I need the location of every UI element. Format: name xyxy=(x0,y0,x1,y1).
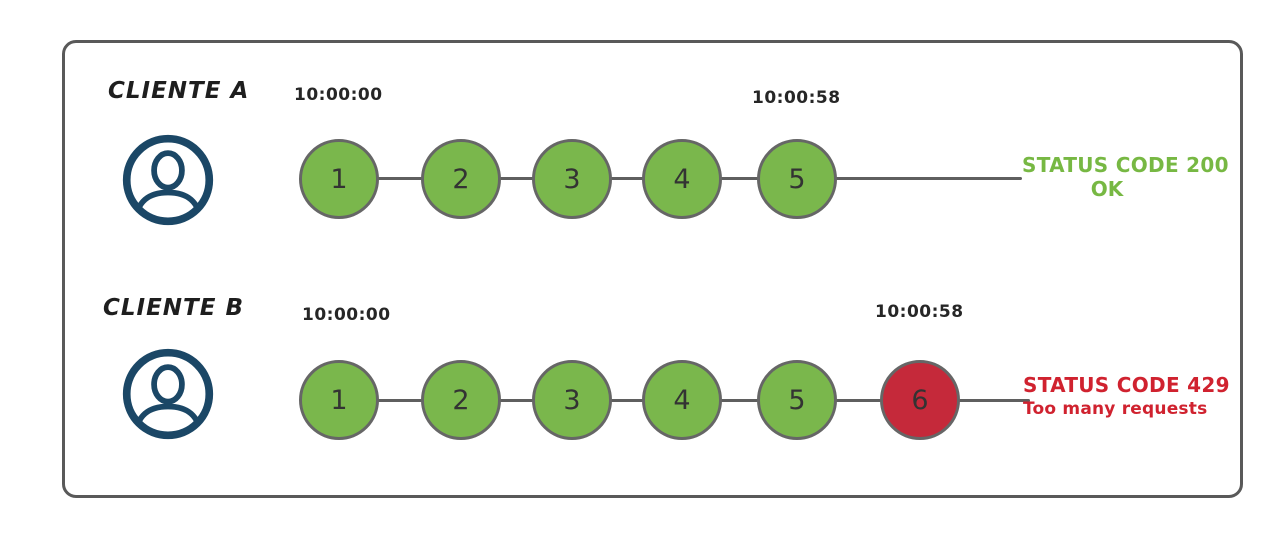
status-line1: STATUS CODE 429 xyxy=(1023,373,1230,397)
timestamp-start: 10:00:00 xyxy=(302,305,391,325)
status-code-429: STATUS CODE 429 Too many requests xyxy=(1023,373,1230,421)
user-avatar-icon xyxy=(120,132,216,228)
timestamp-start: 10:00:00 xyxy=(294,85,383,105)
request-circle: 5 xyxy=(757,360,837,440)
user-avatar-icon xyxy=(120,346,216,442)
timestamp-end: 10:00:58 xyxy=(875,302,964,322)
request-circle: 1 xyxy=(299,360,379,440)
request-circle: 2 xyxy=(421,360,501,440)
request-circle: 2 xyxy=(421,139,501,219)
request-circle: 5 xyxy=(757,139,837,219)
request-circle-blocked: 6 xyxy=(880,360,960,440)
request-circle: 1 xyxy=(299,139,379,219)
request-circle: 4 xyxy=(642,360,722,440)
status-line2: Too many requests xyxy=(1023,399,1208,419)
rate-limit-diagram-frame: CLIENTE A 10:00:00 10:00:58 1 2 3 4 5 ST… xyxy=(62,40,1243,498)
timestamp-end: 10:00:58 xyxy=(752,88,841,108)
client-a-label: CLIENTE A xyxy=(108,78,250,104)
status-code-200: STATUS CODE 200 OK xyxy=(1022,153,1229,201)
client-b-label: CLIENTE B xyxy=(103,295,244,321)
status-line2: OK xyxy=(1090,177,1124,201)
request-circle: 3 xyxy=(532,139,612,219)
request-circle: 3 xyxy=(532,360,612,440)
status-line1: STATUS CODE 200 xyxy=(1022,153,1229,177)
request-circle: 4 xyxy=(642,139,722,219)
